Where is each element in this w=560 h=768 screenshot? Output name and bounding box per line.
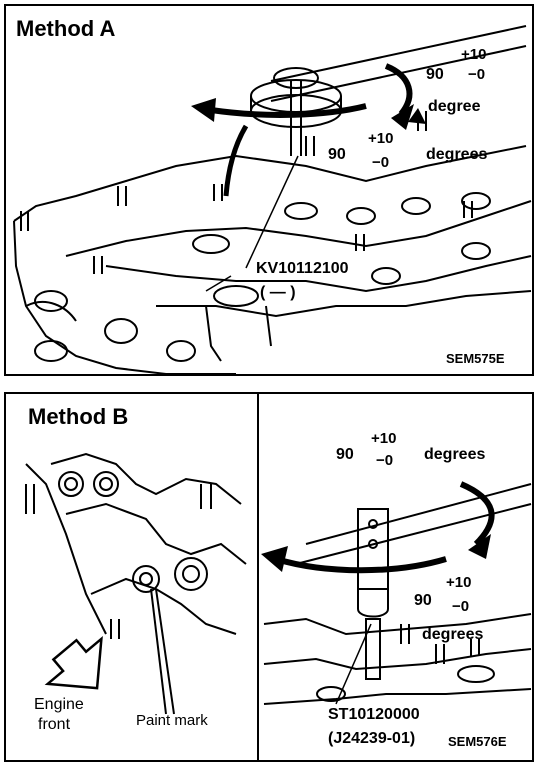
method-b-angle-mid-tol-minus: −0 <box>452 598 470 615</box>
method-a-figure-code: SEM575E <box>446 351 505 366</box>
method-b-angle-top-tol-plus: +10 <box>371 430 397 447</box>
method-a-angle-mid-unit: degrees <box>426 146 488 163</box>
method-a-angle-top-tol-minus: −0 <box>468 66 486 83</box>
method-a-angle-top-unit: degree <box>428 98 481 115</box>
method-b-angle-mid-value: 90 <box>414 592 432 609</box>
method-a-angle-top-value: 90 <box>426 66 444 83</box>
engine-front-label-line2: front <box>38 716 71 733</box>
method-a-tool-alt: ( — ) <box>260 284 296 301</box>
method-a-panel: Method A 90 +10 −0 degree 90 +10 −0 degr… <box>4 4 534 376</box>
method-a-tool-number: KV10112100 <box>256 260 349 277</box>
method-b-figure-code: SEM576E <box>448 734 507 749</box>
method-b-illustration <box>25 394 532 760</box>
method-a-angle-top-tol-plus: +10 <box>461 46 487 63</box>
method-b-title: Method B <box>28 404 129 429</box>
paint-mark-label: Paint mark <box>136 712 208 729</box>
method-b-angle-mid-unit: degrees <box>422 626 484 643</box>
engine-front-label-line1: Engine <box>34 696 84 713</box>
method-b-angle-top-value: 90 <box>336 446 354 463</box>
method-b-tool-alt: (J24239-01) <box>328 730 416 747</box>
method-a-illustration <box>13 25 532 374</box>
method-a-angle-mid-tol-minus: −0 <box>372 154 390 171</box>
method-b-angle-top-unit: degrees <box>424 446 486 463</box>
method-a-angle-mid-tol-plus: +10 <box>368 130 394 147</box>
method-b-angle-top-tol-minus: −0 <box>376 452 394 469</box>
method-b-panel: Method B Engine front Paint mark 90 +10 … <box>4 392 534 762</box>
method-b-tool-number: ST10120000 <box>328 706 420 723</box>
method-a-angle-mid-value: 90 <box>328 146 346 163</box>
method-b-angle-mid-tol-plus: +10 <box>446 574 472 591</box>
method-a-title: Method A <box>16 16 116 41</box>
